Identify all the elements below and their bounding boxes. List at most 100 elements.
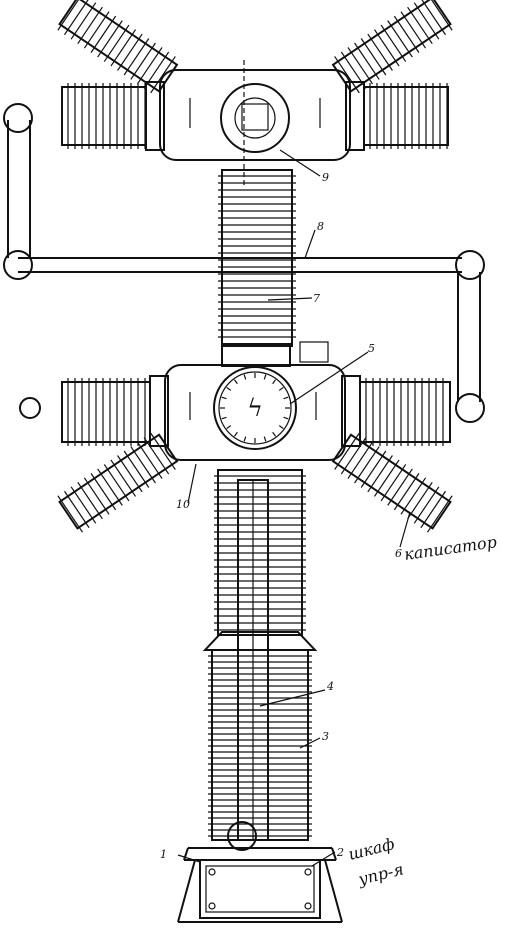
- support-insulator-upper: [214, 469, 306, 636]
- interrupter-chamber: [359, 381, 451, 443]
- insulator-rib: [57, 0, 83, 31]
- bolt-icon: [208, 868, 216, 876]
- dial-tick: [263, 436, 267, 442]
- insulator-rib: [103, 464, 130, 502]
- insulator-rib: [117, 455, 143, 493]
- label-8: 8: [317, 220, 324, 233]
- bolt-icon: [304, 902, 312, 910]
- handwritten-cabinet-note-line2: упр-я: [355, 859, 405, 889]
- insulator-rib: [83, 11, 110, 49]
- dial-tick: [272, 431, 277, 437]
- insulator-rib: [136, 47, 163, 85]
- insulator-rib: [117, 33, 143, 71]
- busbar: [7, 120, 481, 402]
- insulator-rib: [367, 455, 393, 493]
- insulator-rib: [77, 6, 103, 45]
- handwritten-capacitor-note: каписатор: [403, 532, 498, 564]
- insulator-rib: [340, 437, 367, 475]
- insulator-rib: [83, 477, 110, 515]
- insulator-rib: [400, 11, 427, 49]
- insulator-rib: [367, 33, 393, 71]
- dial-tick: [263, 374, 267, 380]
- interrupter-chamber: [61, 86, 147, 146]
- insulator-rib: [130, 42, 156, 80]
- insulator-rib: [143, 437, 170, 475]
- insulator-rib: [354, 446, 380, 484]
- insulator-rib: [334, 56, 360, 94]
- terminal-clamp: [3, 250, 33, 280]
- interrupter-chamber: [363, 86, 449, 146]
- insulator-rib: [150, 432, 176, 470]
- insulator-rib: [90, 15, 117, 53]
- terminal-clamp: [455, 393, 485, 423]
- control-cabinet: [199, 859, 321, 919]
- insulator-rib: [427, 0, 453, 31]
- insulator-rib: [90, 473, 117, 511]
- grading-capacitor: [331, 0, 453, 94]
- terminal-clamp: [19, 397, 41, 419]
- dial-tick: [283, 416, 289, 420]
- lightning-icon: ϟ: [247, 394, 263, 422]
- dial-tick: [221, 416, 227, 420]
- dial-tick: [226, 386, 232, 391]
- label-7: 7: [313, 292, 320, 305]
- capacitor-body: [331, 433, 452, 530]
- insulator-rib: [110, 459, 137, 497]
- label-3: 3: [322, 730, 329, 743]
- dial-tick: [233, 379, 238, 385]
- insulator-rib: [354, 42, 380, 80]
- insulator-rib: [103, 24, 130, 62]
- insulator-rib: [97, 468, 123, 506]
- insulator-rib: [77, 481, 103, 520]
- label-4: 4: [326, 680, 334, 693]
- bolt-icon: [304, 868, 312, 876]
- terminal-clamp: [455, 250, 485, 280]
- insulator-rib: [70, 486, 97, 524]
- insulator-rib: [387, 468, 413, 506]
- insulator-rib: [123, 450, 150, 488]
- contact-assembly: [220, 83, 290, 153]
- label-6: 6: [395, 547, 402, 560]
- insulator-rib: [373, 29, 400, 67]
- label-10: 10: [176, 498, 190, 511]
- label-5: 5: [368, 342, 375, 355]
- upper-head-housing: [159, 69, 351, 161]
- insulator-rib: [427, 495, 453, 533]
- capacitor-body: [331, 0, 452, 93]
- leader-lines: [177, 149, 411, 867]
- insulator-rib: [123, 38, 150, 76]
- terminal-clamp: [3, 103, 33, 133]
- support-insulator-lower: [202, 631, 318, 841]
- dial-tick: [221, 396, 227, 400]
- insulator-rib: [413, 2, 440, 40]
- dial-tick: [278, 386, 284, 391]
- grading-capacitor: [57, 0, 179, 94]
- insulator-rib: [420, 0, 446, 36]
- insulator-rib: [347, 441, 374, 479]
- insulator-rib: [407, 6, 433, 45]
- insulator-rib: [407, 481, 433, 520]
- flange-left: [145, 81, 165, 151]
- insulator-rib: [360, 450, 387, 488]
- insulator-rib: [360, 38, 387, 76]
- insulator-rib: [64, 0, 90, 36]
- flange-right: [345, 81, 365, 151]
- insulator-rib: [150, 56, 176, 94]
- capacitor-body: [58, 433, 179, 530]
- insulator-rib: [413, 486, 440, 524]
- dial-tick: [283, 396, 289, 400]
- insulator-rib: [334, 432, 360, 470]
- interrupter-chamber: [61, 381, 151, 443]
- insulator-rib: [136, 441, 163, 479]
- insulator-rib: [97, 20, 123, 58]
- dial-tick: [226, 425, 232, 430]
- insulator-rib: [400, 477, 427, 515]
- insulator-rib: [64, 490, 90, 529]
- cabinet-door: [205, 865, 315, 913]
- capacitor-body: [58, 0, 179, 93]
- drive-mechanism: [221, 343, 291, 367]
- insulator-rib: [387, 20, 413, 58]
- insulator-rib: [380, 464, 407, 502]
- insulator-rib: [420, 490, 446, 529]
